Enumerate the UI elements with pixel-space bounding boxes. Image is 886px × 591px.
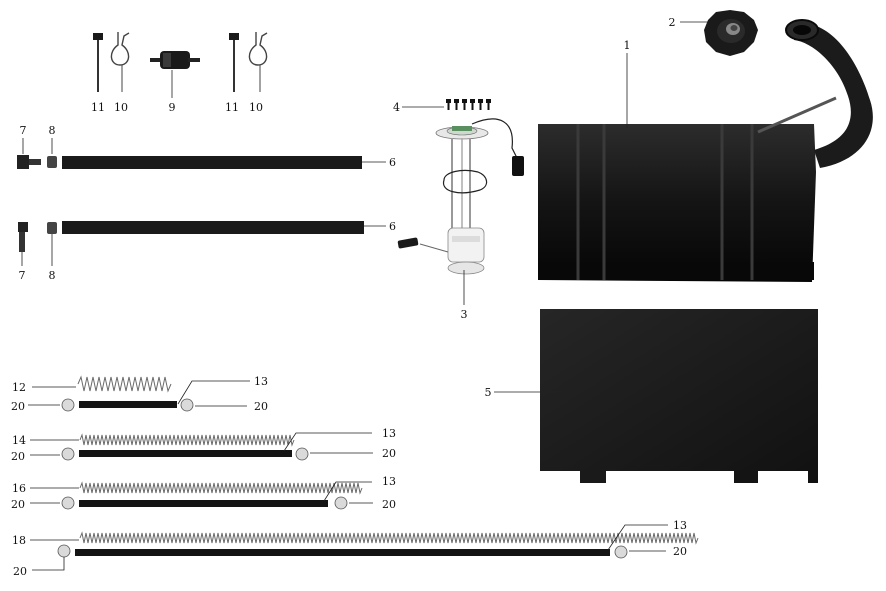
- washer-bottom: [47, 222, 57, 234]
- callout-washer-bottom: 8: [49, 269, 56, 282]
- pin-left: [93, 33, 103, 92]
- clamp-4-left: [57, 544, 71, 558]
- callout-tank: 1: [624, 39, 631, 52]
- hook-left: [110, 32, 130, 92]
- callout-hook-left: 10: [114, 101, 128, 114]
- callout-inline-filter: 9: [169, 101, 176, 114]
- heat-shield: [540, 309, 818, 483]
- spring-3: [79, 481, 363, 495]
- callout-clamp-4-left: 20: [13, 565, 27, 578]
- fuel-tank: [538, 19, 873, 282]
- callout-pin-left: 11: [91, 101, 105, 114]
- callout-clamp-2-left: 20: [11, 450, 25, 463]
- callout-hose-4: 13: [673, 519, 687, 532]
- callout-clamp-2-right: 20: [382, 447, 396, 460]
- callout-hook-right: 10: [249, 101, 263, 114]
- callout-clamp-3-left: 20: [11, 498, 25, 511]
- clamp-4-right: [614, 545, 628, 559]
- callout-fuel-pump: 3: [461, 308, 468, 321]
- callout-bolt-top: 7: [20, 124, 27, 137]
- callout-washer-top: 8: [49, 124, 56, 137]
- bolt-top: [17, 155, 41, 169]
- callout-bolt-bottom: 7: [19, 269, 26, 282]
- hose-4: [75, 549, 610, 556]
- callout-spring-4: 18: [12, 534, 26, 547]
- inline-filter: [150, 51, 200, 69]
- washer-top: [47, 156, 57, 168]
- callout-spring-2: 14: [12, 434, 26, 447]
- callout-hose-1: 13: [254, 375, 268, 388]
- callout-pin-right: 11: [225, 101, 239, 114]
- hose-set-2: [61, 433, 309, 461]
- fuel-cap: [704, 10, 758, 56]
- hose-1: [79, 401, 177, 408]
- spring-4: [79, 531, 699, 545]
- fuel-pump-assembly: [397, 118, 524, 275]
- spring-1: [77, 375, 172, 393]
- pin-right: [229, 33, 239, 92]
- hose-2: [79, 450, 292, 457]
- callout-hose-3: 13: [382, 475, 396, 488]
- callout-clamp-4-right: 20: [673, 545, 687, 558]
- callout-clamp-1-right: 20: [254, 400, 268, 413]
- callout-pump-bolts: 4: [393, 101, 400, 114]
- hose-3: [79, 500, 328, 507]
- bolt-bottom: [18, 222, 28, 252]
- clamp-2-left: [61, 447, 75, 461]
- strap-top: [62, 156, 362, 169]
- hook-right: [248, 32, 268, 92]
- clamp-3-right: [334, 496, 348, 510]
- callout-strap-bottom: 6: [389, 220, 396, 233]
- hose-set-3: [61, 481, 363, 510]
- clamp-1-left: [61, 398, 75, 412]
- callout-spring-3: 16: [12, 482, 26, 495]
- callout-strap-top: 6: [389, 156, 396, 169]
- clamp-3-left: [61, 496, 75, 510]
- callout-fuel-cap: 2: [669, 16, 676, 29]
- callout-clamp-3-right: 20: [382, 498, 396, 511]
- callout-spring-1: 12: [12, 381, 26, 394]
- hose-set-4: [57, 531, 699, 559]
- clamp-2-right: [295, 447, 309, 461]
- callout-heat-shield: 5: [485, 386, 492, 399]
- hose-set-1: [61, 375, 194, 412]
- strap-bottom: [62, 221, 364, 234]
- clamp-1-right: [180, 398, 194, 412]
- pump-bolts: [446, 99, 491, 110]
- spring-2: [79, 433, 295, 447]
- callout-hose-2: 13: [382, 427, 396, 440]
- callout-clamp-1-left: 20: [11, 400, 25, 413]
